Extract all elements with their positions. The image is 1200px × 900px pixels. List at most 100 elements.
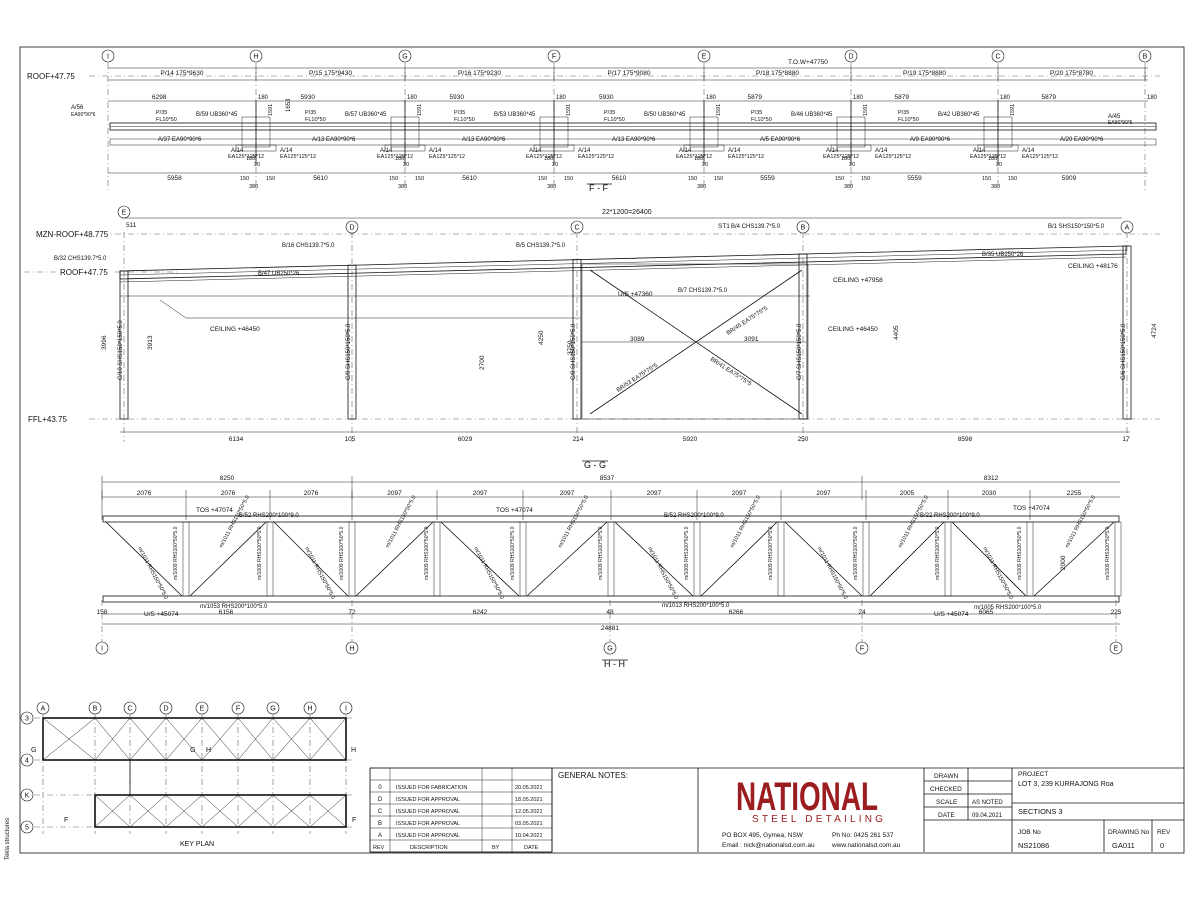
hh-bottom-dim: 6266 <box>729 609 744 616</box>
drawing-no-value: GA011 <box>1112 841 1135 850</box>
dim-20: 20 <box>254 162 260 168</box>
angle-small-d: EA125*125*12 <box>578 154 614 160</box>
title-block: DRAWN CHECKED SCALE AS NOTED DATE 09.04.… <box>923 768 1184 852</box>
hh-bottom-dim: 72 <box>348 609 356 616</box>
grid-top-G <box>398 49 412 63</box>
grid-hh-H-letter: H <box>349 646 354 653</box>
hh-bottom-dim: 225 <box>1111 609 1122 616</box>
us-label: U/S +45074 <box>934 611 969 618</box>
angle-small-c: A/14 <box>429 148 442 154</box>
height-dim: 3913 <box>147 335 154 350</box>
checked-label: CHECKED <box>930 786 962 793</box>
rev-date: 20.05.2021 <box>515 785 543 791</box>
dim-150: 150 <box>415 176 424 182</box>
dim-180: 180 <box>1000 95 1011 101</box>
general-notes-title: GENERAL NOTES: <box>558 771 628 780</box>
kp-col-G-letter: G <box>270 706 275 713</box>
beam-label: B/50 UB360*45 <box>644 112 686 118</box>
grid-top-I-letter: I <box>107 54 109 61</box>
member-label: B/32 CHS139.7*5.0 <box>54 256 107 262</box>
dim-150: 150 <box>538 176 547 182</box>
height-dim: 2700 <box>479 355 486 370</box>
panel-dim: 2097 <box>387 490 402 497</box>
hh-total: 8250 <box>220 475 235 482</box>
diag-label: m/1011 RHS150*50*5.0 <box>646 546 679 600</box>
panel-dim: 2097 <box>473 490 488 497</box>
plate-label-b: FL10*50 <box>305 117 326 123</box>
rev-header: DESCRIPTION <box>410 845 448 851</box>
dim-150: 150 <box>389 176 398 182</box>
hh-bottom-dim: 24 <box>858 609 866 616</box>
grid-top-F <box>547 49 561 63</box>
height-dim: 4405 <box>893 325 900 340</box>
angle-small-b: EA125*125*12 <box>676 154 712 160</box>
rev-header: BY <box>492 845 500 851</box>
panel-dim: 2076 <box>304 490 319 497</box>
grid-top-C <box>991 49 1005 63</box>
dim-150: 150 <box>688 176 697 182</box>
purlin-label: P/15 175*9430 <box>309 70 352 77</box>
angle-label: A/37 EA90*90*6 <box>158 137 202 143</box>
kp-row-5 <box>20 820 34 834</box>
hh-vertical <box>944 521 952 597</box>
hh-total: 8312 <box>984 475 999 482</box>
panel-dim: 2005 <box>900 490 915 497</box>
kp-col-H-letter: H <box>307 706 312 713</box>
kp-marker: H <box>206 747 211 754</box>
kp-col-I <box>339 701 353 715</box>
hh-vertical <box>777 521 785 597</box>
angle-label: A/13 EA90*90*6 <box>462 137 506 143</box>
hh-bottom-dim: 158 <box>97 609 108 616</box>
grid-top-C-letter: C <box>995 54 1000 61</box>
height-dim: 3750 <box>567 340 574 355</box>
top-dim: 5879 <box>1042 94 1057 101</box>
angle-small-b: EA125*125*12 <box>377 154 413 160</box>
top-dim: 5930 <box>301 94 316 101</box>
dim-150: 150 <box>240 176 249 182</box>
purlin-label: P/17 175*9080 <box>607 70 650 77</box>
key-plan-title: KEY PLAN <box>180 841 214 848</box>
scale-value: AS NOTED <box>972 800 1003 806</box>
angle-small-b: EA125*125*12 <box>526 154 562 160</box>
bottom-dim: 5909 <box>1062 175 1077 182</box>
plate-label-a: P/35 <box>751 110 762 116</box>
dim-20: 20 <box>552 162 558 168</box>
rev-desc: ISSUED FOR APPROVAL <box>396 821 460 827</box>
dim-380: 380 <box>249 184 258 190</box>
rev-date: 18.05.2021 <box>515 797 543 803</box>
company-sub: STEEL DETAILING <box>752 814 886 825</box>
grid-top-E-letter: E <box>702 54 707 61</box>
bottom-dim: 5559 <box>760 175 775 182</box>
gg-bottom-dim: 5920 <box>683 436 698 443</box>
kp-marker: G <box>190 747 195 754</box>
plate-label-a: P/35 <box>454 110 465 116</box>
column-label: C/8 SHS150*150*5.0 <box>571 323 577 380</box>
grid-hh-I-letter: I <box>101 646 103 653</box>
column-label: C/6 SHS150*150*5.0 <box>1121 323 1127 380</box>
vert-label: m/1009 RHS100*50*5.0 <box>1017 526 1023 580</box>
grid-top-H <box>249 49 263 63</box>
end-right-a: A/45 <box>1108 114 1121 120</box>
member-label: B/1 SHS150*150*5.0 <box>1048 224 1105 230</box>
hh-bottom-dim: 6156 <box>219 609 234 616</box>
vert-label: m/1009 RHS100*50*5.0 <box>768 526 774 580</box>
rev-value: 0 <box>1160 841 1164 850</box>
rev-date: 10.04.2021 <box>515 833 543 839</box>
panel-dim: 2076 <box>221 490 236 497</box>
rev-label: REV <box>1157 829 1171 836</box>
member-label: B/16 CHS139.7*5.0 <box>282 243 335 249</box>
angle-label: A/13 EA90*90*6 <box>312 137 356 143</box>
grid-gg-A <box>1120 220 1134 234</box>
grid-top-G-letter: G <box>402 54 407 61</box>
purlin-label: P/16 175*9230 <box>458 70 501 77</box>
rev-desc: ISSUED FOR APPROVAL <box>396 797 460 803</box>
vert-label: m/1009 RHS100*50*5.0 <box>1105 526 1111 580</box>
kp-col-A <box>36 701 50 715</box>
plate-label-b: FL10*50 <box>156 117 177 123</box>
diag-label: m/1011 RHS150*50*5.0 <box>303 546 336 600</box>
dim-180: 180 <box>694 156 703 162</box>
kp-row-3 <box>20 711 34 725</box>
dim-380: 380 <box>844 184 853 190</box>
angle-small-d: EA125*125*12 <box>875 154 911 160</box>
company-block: NATIONAL STEEL DETAILING PO BOX 495, Gym… <box>722 775 901 849</box>
